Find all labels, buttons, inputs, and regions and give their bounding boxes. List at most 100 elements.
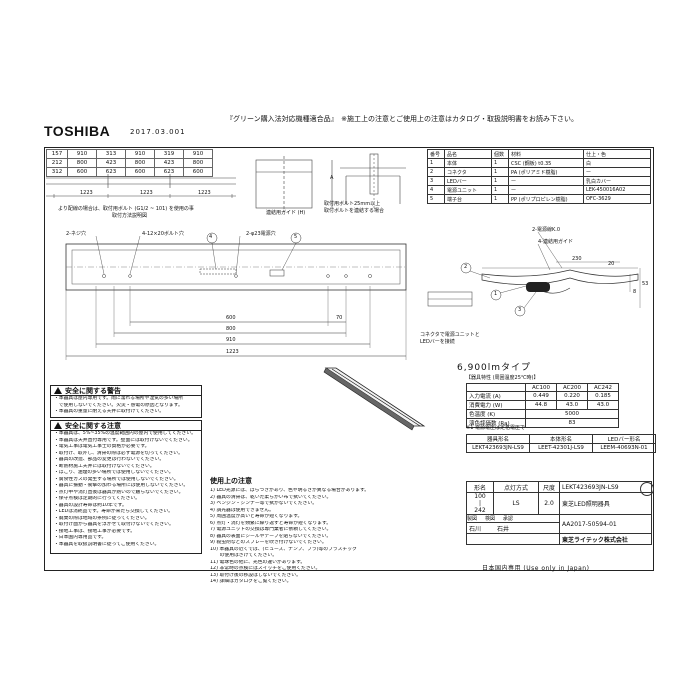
dimension-cell: 319: [154, 149, 184, 159]
dimension-cell: 800: [125, 158, 155, 168]
spec-value-cell: 0.185: [587, 391, 619, 401]
spec-footnote: ※1 電源電圧は定格電圧で: [466, 425, 525, 431]
tb-model: LEKT423693JN-LS9: [559, 481, 652, 493]
spec-row: 色温度 (K)5000: [466, 409, 619, 419]
title-block: 形名 点灯方式 尺度 LEKT423693JN-LS9 100 | 242 LS…: [466, 481, 652, 545]
caution-line: ・器具に振動・衝撃の加わる場所には使用しないでください。: [54, 483, 189, 488]
label-power-wire: 2-電源線K.0: [532, 227, 561, 233]
parts-cell: OFC-3629: [583, 194, 651, 204]
spec-row: 演色評価数 (Ra)83: [466, 418, 619, 428]
usage-note-line: 9) 殺虫剤などのスプレーを吹き付けないでください。: [210, 540, 327, 545]
parts-cell: 1: [491, 158, 509, 168]
spec-label-cell: 入力電流 (A): [466, 391, 526, 401]
tb-header-lighting: 点灯方式: [493, 481, 539, 493]
caution-line: ・保守点検は定期的に行ってください。: [54, 496, 140, 501]
model-cell: LEET-42301J-LS9: [529, 443, 593, 453]
connector-note-2: LEDバーを接続: [420, 339, 455, 345]
caution-line: ・ほこり、油煙の多い場所では使用しないでください。: [54, 470, 174, 475]
caution-header: 安全に関する注意: [51, 421, 201, 431]
spec-value-cell: 5000: [525, 409, 619, 419]
warning-title: 安全に関する警告: [65, 386, 121, 395]
parts-header-row: 番号品名個数材料仕上・色: [427, 149, 651, 159]
tb-names: 石川 石井: [466, 522, 560, 534]
caution-triangle-icon: [54, 422, 62, 429]
warning-triangle-icon: [54, 387, 62, 394]
tb-company: 東芝ライテック株式会社: [559, 533, 652, 545]
fixture-section-view: [427, 231, 641, 317]
parts-cell: 1: [427, 158, 445, 168]
parts-cell: LEDバー: [444, 176, 492, 186]
parts-header-cell: 品名: [444, 149, 492, 159]
spec-value-cell: 43.0: [587, 400, 619, 410]
model-header-cell: LEDバー形名: [592, 434, 656, 444]
dimension-cell: 600: [183, 167, 213, 177]
dimension-cell: 910: [125, 149, 155, 159]
usage-title: 使用上の注意: [210, 477, 252, 485]
label-guide: 4-連結用ガイド: [538, 239, 573, 245]
parts-cell: 本体: [444, 158, 492, 168]
sec-callout-1: 1: [494, 291, 498, 297]
parts-cell: CSC (鋼板) t0.35: [508, 158, 584, 168]
sec-dim-8: 8: [633, 289, 637, 295]
tb-header-scale: 尺度: [538, 481, 560, 493]
dimension-cell: 212: [46, 158, 68, 168]
drawing-frame: [44, 147, 654, 571]
dimension-sketch: [46, 174, 236, 198]
parts-cell: 1: [491, 185, 509, 195]
type-title: 6,900lmタイプ: [457, 363, 532, 373]
caution-line: ・器具の改造、部品の変更は行わないでください。: [54, 457, 165, 462]
bottom-dim-2: 1223: [140, 190, 153, 196]
tb-voltage: 100 | 242: [466, 492, 494, 515]
bolt-note-2: 取付ボルトを連結する場合: [324, 208, 385, 214]
model-header-cell: 器具形名: [466, 434, 530, 444]
caution-line: ・接地工事は、接地工事が必要です。: [54, 528, 136, 534]
header-note: 『グリーン購入法対応機種適合品』 ※施工上の注意とご使用上の注意はカタログ・取扱…: [226, 115, 579, 123]
bottom-dim-1: 1223: [80, 190, 93, 196]
caution-line: ・点灯中や消灯直後は器具が熱いので触らないでください。: [54, 489, 184, 495]
spec-label-cell: 色温度 (K): [466, 409, 526, 419]
usage-note-line: 4) 調光器は使用できません。: [210, 507, 274, 513]
tb-scale: 2.0: [538, 492, 560, 515]
spec-header-cell: AC242: [587, 383, 619, 392]
usage-notes: 使用上の注意 1) LED光源には、ばらつきがあり、色や明るさが異なる場合があり…: [210, 478, 458, 586]
dimension-cell: 910: [183, 149, 213, 159]
usage-note-line: 7) 電源ユニットの交換は専門業者に依頼してください。: [210, 527, 332, 532]
model-cell: LEEM-40693N-01: [592, 443, 656, 453]
dimension-cell: 800: [183, 158, 213, 168]
parts-cell: コネクタ: [444, 167, 492, 177]
parts-cell: 1: [491, 194, 509, 204]
caution-line: ・腐食性ガスの発生する場所では使用しないでください。: [54, 476, 179, 482]
caution-line: ・器具の設計寿命は約10年です。: [54, 502, 127, 508]
plan-callout-4: 4: [209, 234, 213, 240]
tb-designer-label: 承認: [502, 516, 513, 522]
bottom-dim-3: 1223: [198, 190, 211, 196]
parts-cell: 電源ユニット: [444, 185, 492, 195]
parts-cell: 4: [427, 185, 445, 195]
parts-cell: 白: [583, 158, 651, 168]
parts-header-cell: 個数: [491, 149, 509, 159]
model-header-cell: 本体形名: [529, 434, 593, 444]
dimension-cell: 157: [46, 149, 68, 159]
sec-dim-230: 230: [572, 256, 582, 262]
spec-caption: 【器具特性 (周囲温度25℃時)】: [466, 375, 539, 381]
tb-checked-label: 検図: [484, 516, 495, 522]
usage-note-line: 1) LED光源には、ばらつきがあり、色や明るさが異なる場合があります。: [210, 488, 370, 493]
parts-cell: ー: [508, 185, 584, 195]
caution-line: ・本器具は、5%~35%の温度範囲内の屋内で使用してください。: [54, 431, 196, 436]
plan-dim-1223: 1223: [226, 349, 239, 355]
usage-note-line: 6) 点灯・消灯を頻繁に繰り返すと寿命が短くなります。: [210, 520, 332, 526]
warning-line: で使用しないでください。火災・感電の原因となります。: [54, 402, 183, 408]
spec-value-cell: 43.0: [556, 400, 588, 410]
caution-title: 安全に関する注意: [65, 421, 121, 430]
connector-note-1: コネクタで電源ユニットと: [420, 332, 480, 338]
